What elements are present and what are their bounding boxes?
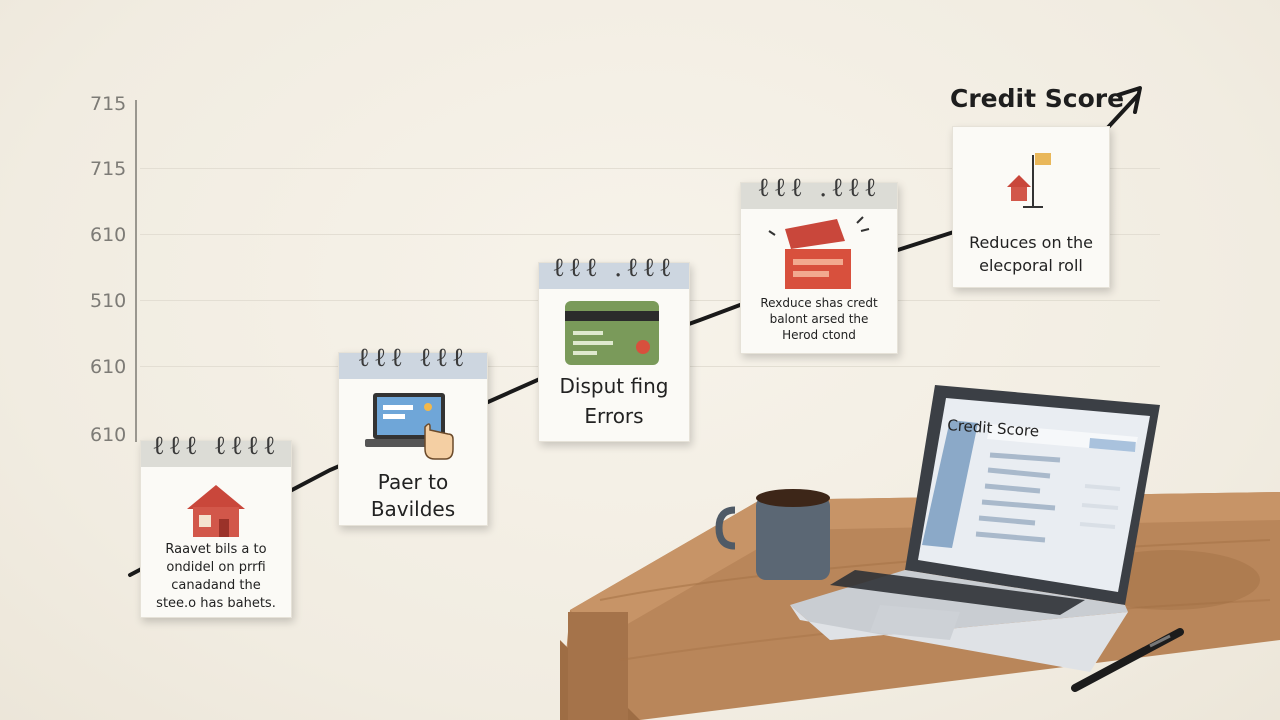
note-line: Reduces on the (969, 233, 1093, 252)
note-line: ondidel on prrfi (166, 560, 266, 575)
chart-title: Credit Score (950, 84, 1125, 113)
coffee-mug-icon (715, 489, 830, 580)
note-line: Errors (584, 404, 644, 428)
note-line: Herod ctond (782, 328, 856, 342)
house-icon (187, 485, 245, 537)
gridline (140, 234, 1160, 235)
note-text: Raavet bils a to ondidel on prrfi canada… (141, 541, 291, 613)
note-line: elecporal roll (979, 256, 1083, 275)
note-line: Raavet bils a to (165, 542, 267, 557)
note-band (339, 353, 487, 379)
credit-card-icon (565, 301, 659, 365)
note-line: Rexduce shas credt (760, 296, 878, 310)
note-band (741, 183, 897, 209)
note-card-1: ℓℓℓ ℓℓℓℓ Raavet bils a to ondidel on prr… (140, 431, 292, 618)
note-card-3: ℓℓℓ .ℓℓℓ Disput fing Errors (538, 253, 690, 442)
note-line: Disput fing (559, 374, 669, 398)
note-line: canadand the (171, 578, 261, 593)
note-card-5: Reduces on the elecporal roll (952, 126, 1110, 288)
spiral-binding: ℓℓℓ .ℓℓℓ (757, 173, 881, 203)
note-text: Rexduce shas credt balont arsed the Hero… (741, 295, 897, 343)
note-band (141, 441, 291, 467)
wooden-desk (560, 492, 1280, 720)
note-line: Bavildes (370, 497, 456, 521)
house-flag-icon (1007, 153, 1051, 208)
note-text: Disput fing Errors (539, 371, 689, 431)
open-box-icon (768, 216, 870, 289)
note-line: Paer to (377, 470, 449, 494)
note-line: balont arsed the (769, 312, 869, 326)
y-tick: 510 (90, 290, 127, 312)
note-card-4: ℓℓℓ .ℓℓℓ Rexduce shas credt balont arsed… (740, 173, 898, 354)
y-tick: 610 (90, 424, 127, 446)
note-band (539, 263, 689, 289)
y-tick: 715 (90, 93, 127, 115)
spiral-binding: ℓℓℓ ℓℓℓ (357, 343, 469, 373)
y-tick: 610 (90, 224, 127, 246)
note-card-2: ℓℓℓ ℓℓℓ Paer to Bavildes (338, 343, 488, 526)
y-tick: 610 (90, 356, 127, 378)
y-tick: 715 (90, 158, 127, 180)
note-text: Paer to Bavildes (339, 469, 487, 523)
arrowhead (1116, 86, 1142, 114)
laptop-click-icon (365, 393, 454, 460)
note-line: stee.o has bahets. (156, 596, 276, 611)
gridline (140, 168, 1160, 169)
spiral-binding: ℓℓℓ .ℓℓℓ (552, 253, 676, 283)
note-text: Reduces on the elecporal roll (953, 231, 1109, 277)
spiral-binding: ℓℓℓ ℓℓℓℓ (152, 431, 280, 461)
